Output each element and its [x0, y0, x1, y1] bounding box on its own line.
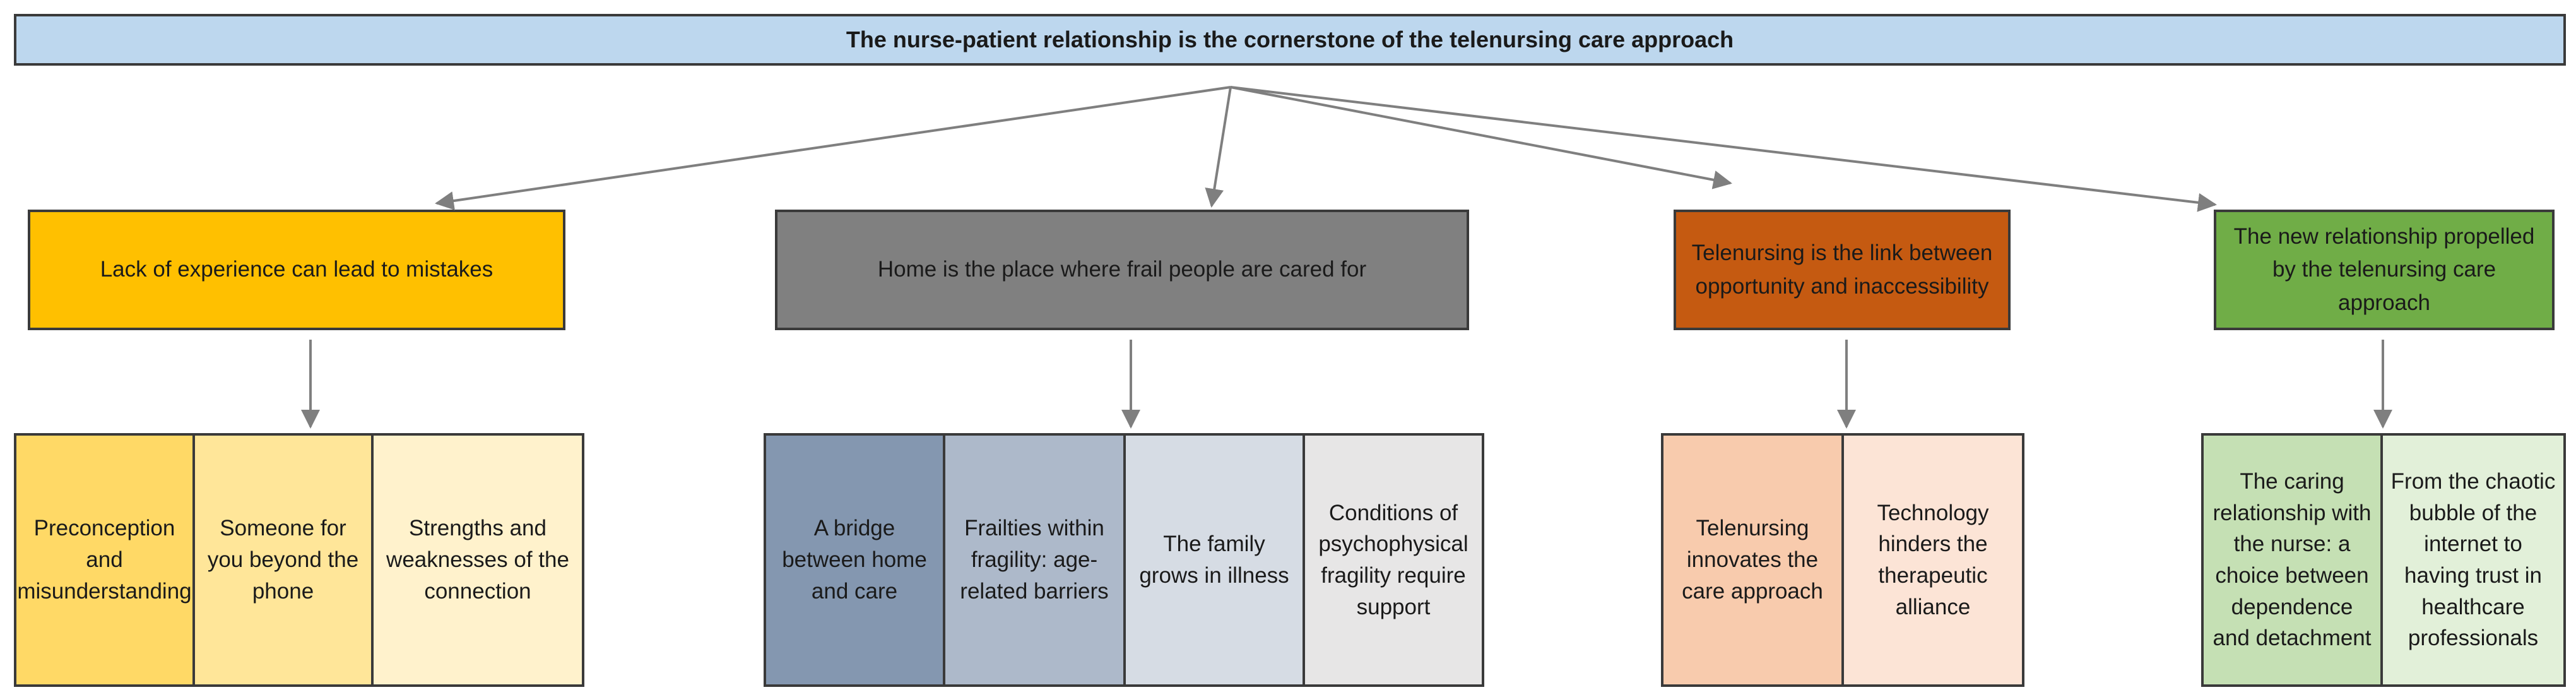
subtheme-node-label: The family grows in illness: [1139, 532, 1289, 588]
subtheme-node: Frailties within fragility: age-related …: [943, 433, 1126, 687]
root-node: The nurse-patient relationship is the co…: [14, 14, 2566, 66]
arrow-root-to-theme-0: [435, 86, 1231, 210]
subtheme-node: Preconception and misunderstanding: [14, 433, 195, 687]
subtheme-node-label: A bridge between home and care: [782, 516, 927, 604]
subtheme-node-label: Strengths and weaknesses of the connecti…: [386, 516, 569, 604]
theme-node-label: Lack of experience can lead to mistakes: [100, 257, 493, 282]
subtheme-node-label: From the chaotic bubble of the internet …: [2390, 468, 2556, 651]
theme-node-label: Telenursing is the link between opportun…: [1691, 241, 1993, 299]
arrow-root-to-theme-3: [1230, 86, 2217, 212]
theme-node-home: Home is the place where frail people are…: [775, 210, 1469, 330]
subtheme-node-label: Frailties within fragility: age-related …: [960, 516, 1109, 604]
subtheme-node-label: Someone for you beyond the phone: [207, 516, 359, 604]
subtheme-node-label: Preconception and misunderstanding: [17, 516, 192, 604]
subtheme-node-label: Conditions of psychophysical fragility r…: [1318, 500, 1468, 619]
subtheme-node: The caring relationship with the nurse: …: [2201, 433, 2383, 687]
subtheme-node: Someone for you beyond the phone: [192, 433, 374, 687]
subtheme-node: From the chaotic bubble of the internet …: [2380, 433, 2566, 687]
theme-node-new-relationship: The new relationship propelled by the te…: [2214, 210, 2555, 330]
subtheme-node: Conditions of psychophysical fragility r…: [1303, 433, 1484, 687]
subtheme-node-label: The caring relationship with the nurse: …: [2213, 468, 2372, 651]
theme-node-telenursing-link: Telenursing is the link between opportun…: [1674, 210, 2011, 330]
arrow-root-to-theme-2: [1230, 86, 1732, 189]
subtheme-node: A bridge between home and care: [764, 433, 945, 687]
theme-node-lack-of-experience: Lack of experience can lead to mistakes: [28, 210, 565, 330]
subtheme-node: Technology hinders the therapeutic allia…: [1841, 433, 2024, 687]
theme-node-label: Home is the place where frail people are…: [877, 257, 1367, 282]
subtheme-node-label: Telenursing innovates the care approach: [1682, 516, 1823, 604]
subtheme-node: The family grows in illness: [1123, 433, 1305, 687]
subtheme-node: Strengths and weaknesses of the connecti…: [371, 433, 584, 687]
subtheme-node-label: Technology hinders the therapeutic allia…: [1877, 500, 1989, 619]
arrow-root-to-theme-1: [1205, 86, 1232, 208]
subtheme-node: Telenursing innovates the care approach: [1661, 433, 1844, 687]
theme-node-label: The new relationship propelled by the te…: [2233, 223, 2535, 315]
root-node-label: The nurse-patient relationship is the co…: [846, 27, 1734, 52]
